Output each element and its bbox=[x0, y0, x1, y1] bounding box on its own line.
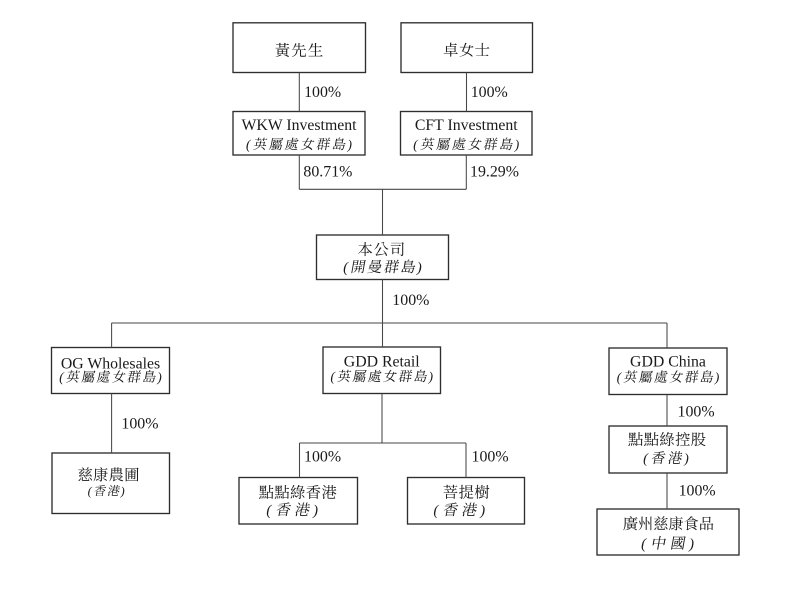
svg-text:100%: 100% bbox=[471, 84, 508, 101]
svg-text:100%: 100% bbox=[472, 449, 509, 466]
svg-text:GDD China: GDD China bbox=[630, 354, 706, 371]
svg-text:OG Wholesales: OG Wholesales bbox=[61, 355, 160, 372]
svg-text:CFT Investment: CFT Investment bbox=[415, 117, 518, 134]
svg-text:WKW Investment: WKW Investment bbox=[241, 117, 357, 134]
svg-text:GDD Retail: GDD Retail bbox=[344, 353, 421, 370]
svg-text:100%: 100% bbox=[392, 292, 429, 309]
svg-text:80.71%: 80.71% bbox=[303, 164, 352, 181]
svg-text:100%: 100% bbox=[304, 449, 341, 466]
svg-text:100%: 100% bbox=[678, 403, 715, 420]
svg-text:100%: 100% bbox=[679, 483, 716, 500]
svg-text:19.29%: 19.29% bbox=[470, 164, 519, 181]
svg-text:100%: 100% bbox=[121, 415, 158, 432]
svg-text:100%: 100% bbox=[304, 84, 341, 101]
